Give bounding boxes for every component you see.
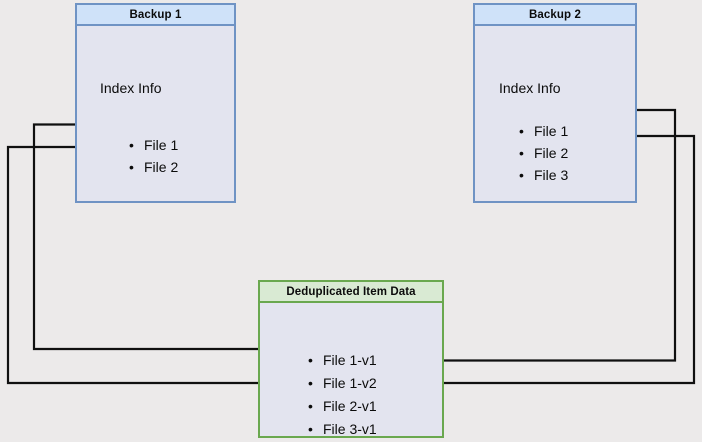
backup-2-index-info-label: Index Info — [499, 80, 561, 96]
backup-1-file-item[interactable]: File 1 — [129, 134, 178, 156]
backup-1-box[interactable]: Backup 1 Index Info File 1 File 2 — [75, 3, 236, 203]
backup-1-file-list: File 1 File 2 — [129, 134, 178, 178]
deduplicated-file-list: File 1-v1 File 1-v2 File 2-v1 File 3-v1 — [308, 349, 377, 441]
backup-2-file-item[interactable]: File 3 — [519, 164, 568, 186]
deduplicated-item-data-title: Deduplicated Item Data — [260, 282, 442, 303]
backup-1-title: Backup 1 — [77, 5, 234, 26]
backup-2-file-list: File 1 File 2 File 3 — [519, 120, 568, 186]
deduplicated-file-item[interactable]: File 2-v1 — [308, 395, 377, 418]
backup-2-title: Backup 2 — [475, 5, 635, 26]
deduplicated-file-item[interactable]: File 3-v1 — [308, 418, 377, 441]
backup-2-file-item[interactable]: File 2 — [519, 142, 568, 164]
backup-1-body: Index Info File 1 File 2 — [77, 26, 234, 201]
backup-1-file-item[interactable]: File 2 — [129, 156, 178, 178]
backup-2-body: Index Info File 1 File 2 File 3 — [475, 26, 635, 201]
backup-1-index-info-label: Index Info — [100, 80, 162, 96]
deduplicated-file-item[interactable]: File 1-v2 — [308, 372, 377, 395]
deduplicated-item-data-box[interactable]: Deduplicated Item Data File 1-v1 File 1-… — [258, 280, 444, 441]
deduplicated-item-data-body: File 1-v1 File 1-v2 File 2-v1 File 3-v1 — [260, 303, 442, 441]
backup-2-file-item[interactable]: File 1 — [519, 120, 568, 142]
backup-2-box[interactable]: Backup 2 Index Info File 1 File 2 File 3 — [473, 3, 637, 203]
deduplicated-file-item[interactable]: File 1-v1 — [308, 349, 377, 372]
